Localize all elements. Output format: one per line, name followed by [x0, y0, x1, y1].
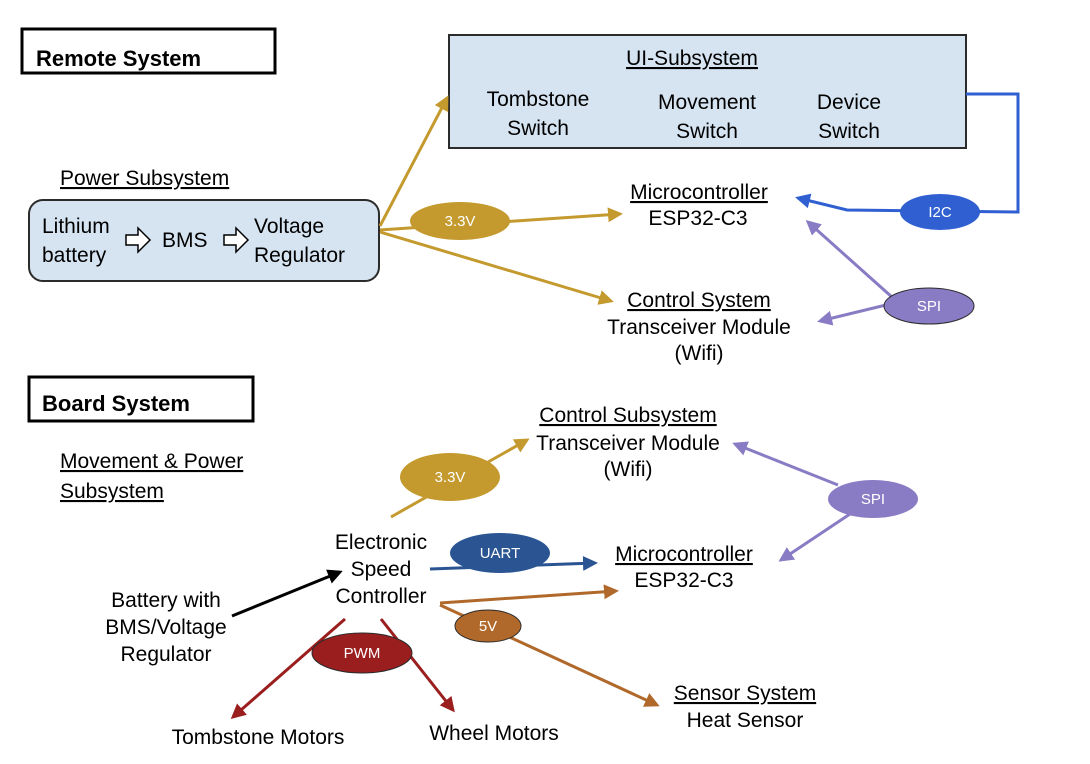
voltage-regulator-label-1: Voltage [254, 215, 324, 238]
voltage-regulator-label-2: Regulator [254, 244, 345, 267]
board-title: Board System [42, 391, 190, 416]
spi-to-microcontroller-arrow [805, 220, 894, 300]
ui-to-microcontroller-i2c-arrow [795, 92, 1020, 214]
board-uart-pill [450, 533, 550, 573]
remote-spi-pill [883, 287, 975, 325]
board-microcontroller-model: ESP32-C3 [634, 569, 733, 592]
board-system: Board System Movement & Power Subsystem … [27, 375, 918, 749]
power-subsystem-box [28, 199, 380, 282]
esc-label-1: Electronic [335, 531, 427, 554]
tombstone-motors-label: Tombstone Motors [172, 726, 345, 749]
spi-to-control-arrow [817, 303, 887, 326]
device-switch-label-2: Switch [818, 120, 880, 143]
battery-label-2: BMS/Voltage [105, 616, 226, 639]
ui-subsystem-title: UI-Subsystem [626, 47, 758, 70]
remote-microcontroller-title: Microcontroller [630, 181, 768, 204]
tombstone-switch-label-1: Tombstone [487, 88, 590, 111]
board-microcontroller-title: Microcontroller [615, 543, 753, 566]
remote-system: Remote System UI-Subsystem Tombstone Swi… [20, 27, 1020, 365]
esc-to-microcontroller-5v-arrow [439, 584, 619, 605]
remote-title-box [20, 27, 277, 75]
power-to-ui-arrow [378, 95, 449, 227]
board-spi-pill [828, 480, 918, 518]
movement-switch-label-1: Movement [658, 91, 756, 114]
board-pwm-label: PWM [344, 645, 381, 662]
remote-i2c-pill [900, 194, 980, 230]
remote-i2c-label: I2C [928, 204, 952, 221]
remote-3v3-pill [410, 202, 510, 240]
board-5v-pill [454, 609, 522, 643]
sensor-system-line-1: Heat Sensor [687, 709, 804, 732]
board-control-line-2: (Wifi) [604, 458, 653, 481]
board-5v-label: 5V [479, 618, 497, 635]
remote-microcontroller-model: ESP32-C3 [648, 207, 747, 230]
board-uart-label: UART [480, 545, 521, 562]
remote-spi-label: SPI [917, 298, 941, 315]
battery-label-1: Battery with [111, 589, 221, 612]
remote-control-title: Control System [627, 289, 771, 312]
block-arrow-icon [125, 226, 152, 254]
power-to-control-arrow [379, 230, 614, 305]
board-control-title: Control Subsystem [539, 404, 716, 427]
sensor-system-title: Sensor System [674, 682, 816, 705]
board-title-box [27, 375, 255, 423]
board-3v3-label: 3.3V [435, 469, 466, 486]
remote-title: Remote System [36, 46, 201, 71]
block-arrow-icon [223, 226, 250, 254]
remote-control-line-1: Transceiver Module [607, 316, 791, 339]
wheel-motors-label: Wheel Motors [429, 722, 559, 745]
power-subsystem-title: Power Subsystem [60, 167, 229, 190]
lithium-battery-label-2: battery [42, 244, 107, 267]
esc-to-wheel-motors-arrow [379, 618, 455, 713]
board-3v3-pill [400, 453, 500, 501]
bms-label: BMS [162, 229, 208, 252]
esc-to-tombstone-motors-arrow [230, 617, 346, 719]
board-spi-label: SPI [861, 491, 885, 508]
esc-label-2: Speed [351, 558, 412, 581]
ui-subsystem-box [448, 34, 967, 149]
movement-power-label-2: Subsystem [60, 480, 164, 503]
remote-control-line-2: (Wifi) [675, 342, 724, 365]
board-pwm-pill [311, 632, 413, 674]
device-switch-label-1: Device [817, 91, 881, 114]
remote-3v3-label: 3.3V [445, 213, 476, 230]
tombstone-switch-label-2: Switch [507, 117, 569, 140]
battery-label-3: Regulator [120, 643, 211, 666]
esc-label-3: Controller [335, 585, 426, 608]
spi-to-board-microcontroller-arrow [778, 512, 851, 562]
movement-switch-label-2: Switch [676, 120, 738, 143]
board-control-line-1: Transceiver Module [536, 432, 720, 455]
movement-power-label-1: Movement & Power [60, 450, 243, 473]
battery-to-esc-arrow [231, 569, 343, 618]
lithium-battery-label-1: Lithium [42, 215, 110, 238]
spi-to-control-subsystem-arrow [732, 441, 839, 487]
